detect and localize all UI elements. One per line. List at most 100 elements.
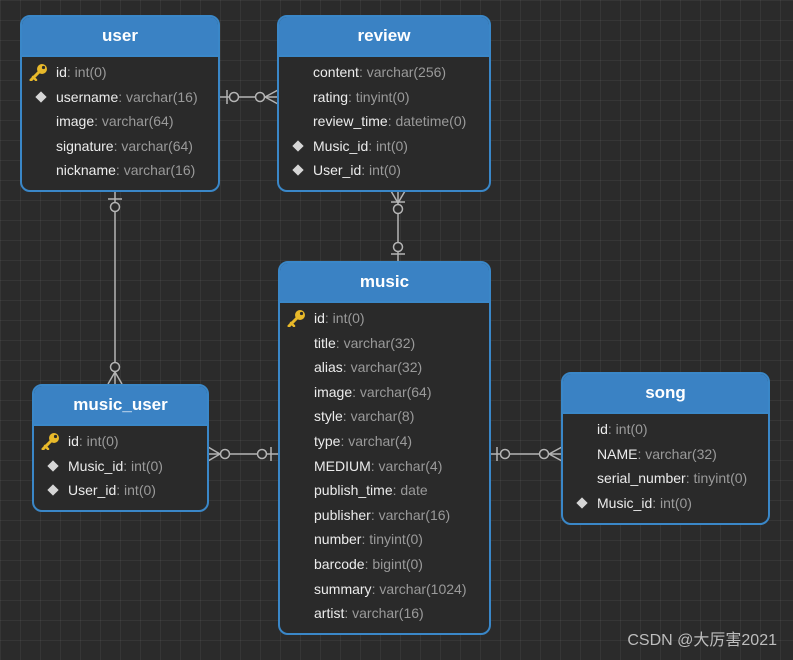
field-type: : varchar(16): [344, 605, 424, 622]
field-type: : varchar(1024): [371, 580, 467, 597]
primary-key-icon: [287, 310, 305, 327]
field-type: : tinyint(0): [685, 470, 748, 487]
field-row: NAME: varchar(32): [563, 442, 768, 467]
field-row: image: varchar(64): [22, 109, 218, 134]
field-type: : int(0): [368, 137, 408, 154]
field-row: MEDIUM: varchar(4): [280, 454, 489, 479]
field-type: : varchar(4): [370, 457, 443, 474]
field-row: barcode: bigint(0): [280, 552, 489, 577]
field-name: type: [314, 432, 341, 449]
field-row: username: varchar(16): [22, 85, 218, 110]
field-list: content: varchar(256)rating: tinyint(0)r…: [279, 57, 489, 183]
field-type: : varchar(16): [115, 162, 196, 179]
field-name: review_time: [313, 113, 388, 130]
field-name: id: [597, 421, 608, 437]
entity-review[interactable]: review content: varchar(256) rating: tiny…: [277, 15, 491, 192]
field-name: MEDIUM: [314, 457, 371, 474]
watermark: CSDN @大厉害2021: [627, 632, 777, 649]
field-row: User_id: int(0): [279, 158, 489, 183]
field-type: : datetime(0): [387, 113, 467, 130]
field-row: Music_id: int(0): [279, 134, 489, 159]
field-name: publish_time: [314, 482, 393, 499]
entity-user[interactable]: user id: int(0)username: varchar(16)imag…: [20, 15, 220, 192]
field-type: : varchar(64): [94, 113, 174, 130]
primary-key-icon: [41, 433, 59, 450]
field-type: : varchar(64): [352, 383, 432, 400]
field-name: id: [314, 310, 325, 326]
field-name: barcode: [314, 555, 365, 572]
field-name: id: [68, 433, 79, 449]
field-name: Music_id: [313, 137, 369, 154]
foreign-key-icon: [47, 484, 59, 496]
field-list: id: int(0)title: varchar(32)alias: varch…: [280, 303, 489, 626]
primary-key-icon: [29, 64, 47, 81]
foreign-key-icon: [292, 164, 304, 177]
field-name: artist: [314, 605, 345, 622]
entity-title: music_user: [34, 386, 207, 426]
field-row: number: tinyint(0): [280, 527, 489, 552]
field-row: title: varchar(32): [280, 331, 489, 356]
field-type: : varchar(32): [335, 334, 416, 351]
foreign-key-icon: [576, 497, 588, 509]
entity-title: song: [563, 374, 768, 414]
entity-title: review: [279, 17, 489, 57]
relation-music-song: [490, 446, 563, 462]
field-row: summary: varchar(1024): [280, 577, 489, 602]
field-name: nickname: [56, 162, 116, 179]
field-name: content: [313, 64, 359, 80]
field-row: id: int(0): [563, 417, 768, 442]
field-name: image: [314, 383, 353, 400]
field-list: id: int(0)username: varchar(16)image: va…: [22, 57, 218, 183]
entity-song[interactable]: song id: int(0)NAME: varchar(32)serial_n…: [561, 372, 770, 525]
field-list: id: int(0)NAME: varchar(32)serial_number…: [563, 414, 768, 515]
field-row: serial_number: tinyint(0): [563, 466, 768, 491]
field-type: : varchar(8): [342, 408, 415, 425]
field-type: : int(0): [652, 494, 692, 511]
field-row: id: int(0): [34, 429, 207, 454]
field-row: image: varchar(64): [280, 380, 489, 405]
field-name: NAME: [597, 445, 638, 462]
field-name: signature: [56, 137, 114, 154]
field-name: publisher: [314, 506, 371, 523]
field-name: Music_id: [597, 494, 653, 511]
field-row: publisher: varchar(16): [280, 503, 489, 528]
field-row: alias: varchar(32): [280, 355, 489, 380]
entity-music-user[interactable]: music_user id: int(0)Music_id: int(0)Use…: [32, 384, 209, 512]
field-type: : tinyint(0): [348, 88, 410, 105]
field-name: style: [314, 408, 343, 425]
field-type: : tinyint(0): [361, 531, 423, 548]
relation-user-review: [219, 89, 279, 105]
entity-title: music: [280, 263, 489, 303]
field-name: number: [314, 531, 362, 548]
foreign-key-icon: [47, 459, 59, 472]
field-name: summary: [314, 580, 372, 597]
field-row: review_time: datetime(0): [279, 109, 489, 134]
field-row: type: varchar(4): [280, 429, 489, 454]
field-type: : int(0): [324, 310, 365, 326]
field-type: : varchar(256): [358, 64, 447, 80]
foreign-key-icon: [35, 90, 47, 103]
field-name: image: [56, 113, 95, 130]
field-row: id: int(0): [280, 306, 489, 331]
relation-user-music-user: [107, 191, 123, 385]
field-row: id: int(0): [22, 60, 218, 85]
field-name: Music_id: [68, 457, 124, 474]
field-row: artist: varchar(16): [280, 601, 489, 626]
field-name: serial_number: [597, 470, 686, 487]
field-type: : int(0): [66, 64, 107, 80]
field-row: rating: tinyint(0): [279, 85, 489, 110]
field-type: : date: [392, 482, 428, 499]
field-row: signature: varchar(64): [22, 134, 218, 159]
field-type: : varchar(16): [118, 88, 198, 105]
field-type: : int(0): [78, 433, 119, 449]
entity-title: user: [22, 17, 218, 57]
field-row: nickname: varchar(16): [22, 158, 218, 183]
field-row: style: varchar(8): [280, 404, 489, 429]
field-row: Music_id: int(0): [563, 491, 768, 516]
field-row: User_id: int(0): [34, 478, 207, 503]
entity-music[interactable]: music id: int(0)title: varchar(32)alias:…: [278, 261, 491, 635]
field-type: : int(0): [116, 482, 156, 499]
field-type: : varchar(64): [113, 137, 193, 154]
field-name: User_id: [313, 162, 362, 179]
